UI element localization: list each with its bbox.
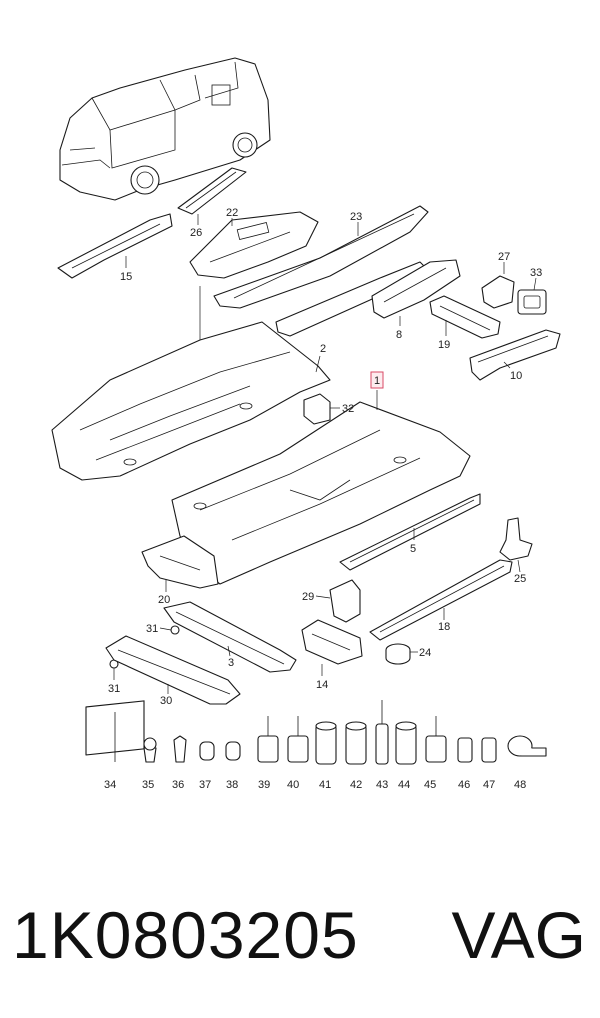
part-22 — [189, 211, 319, 279]
part-19 — [429, 295, 501, 339]
part-36 — [173, 735, 187, 763]
part-40 — [287, 716, 309, 763]
part-33 — [517, 277, 547, 315]
exploded-parts-diagram: 1 2 3 5 8 10 14 15 18 19 20 22 23 24 25 … — [51, 57, 561, 791]
part-23 — [213, 205, 431, 337]
callout-31a: 31 — [146, 623, 158, 635]
callout-39: 39 — [258, 779, 270, 791]
callout-42: 42 — [350, 779, 362, 791]
part-42 — [345, 721, 367, 765]
part-48 — [507, 735, 547, 757]
part-2 — [51, 286, 331, 481]
part-37 — [199, 741, 215, 761]
callout-10: 10 — [510, 370, 522, 382]
callout-15: 15 — [120, 271, 132, 283]
part-43 — [375, 700, 389, 765]
callout-14: 14 — [316, 679, 328, 691]
callout-35: 35 — [142, 779, 154, 791]
part-35 — [143, 737, 157, 763]
callout-34: 34 — [104, 779, 116, 791]
callout-48: 48 — [514, 779, 526, 791]
part-15 — [57, 213, 173, 279]
part-32 — [303, 393, 340, 425]
callout-20: 20 — [158, 594, 170, 606]
callout-1: 1 — [374, 375, 380, 387]
callout-22: 22 — [226, 207, 238, 219]
callout-5: 5 — [410, 543, 416, 555]
callout-37: 37 — [199, 779, 211, 791]
part-number: 1K0803205 — [12, 898, 359, 972]
part-44 — [395, 721, 417, 765]
part-41 — [315, 721, 337, 765]
brand-label: VAG — [451, 898, 586, 972]
part-30 — [105, 635, 241, 705]
part-39 — [257, 716, 279, 763]
callout-45: 45 — [424, 779, 436, 791]
part-34 — [85, 700, 145, 762]
callout-47: 47 — [483, 779, 495, 791]
callout-18: 18 — [438, 621, 450, 633]
callout-32: 32 — [342, 403, 354, 415]
part-26 — [177, 167, 247, 225]
part-45 — [425, 716, 447, 763]
callout-26: 26 — [190, 227, 202, 239]
callout-41: 41 — [319, 779, 331, 791]
callout-36: 36 — [172, 779, 184, 791]
part-14 — [301, 619, 363, 676]
callout-3: 3 — [228, 657, 234, 669]
callout-2: 2 — [320, 343, 326, 355]
callout-25: 25 — [514, 573, 526, 585]
part-38 — [225, 741, 241, 761]
van-illustration — [59, 57, 271, 201]
part-31-fasteners — [109, 625, 180, 680]
part-number-footer: 1K0803205 VAG — [0, 880, 600, 1000]
callout-46: 46 — [458, 779, 470, 791]
part-27 — [481, 262, 515, 309]
part-8 — [371, 259, 461, 326]
part-46 — [457, 737, 473, 763]
callout-38: 38 — [226, 779, 238, 791]
callout-40: 40 — [287, 779, 299, 791]
part-5 — [339, 493, 481, 571]
part-20 — [141, 535, 219, 592]
callout-24: 24 — [419, 647, 431, 659]
part-24 — [385, 643, 418, 665]
callout-19: 19 — [438, 339, 450, 351]
callout-44: 44 — [398, 779, 410, 791]
callout-31b: 31 — [108, 683, 120, 695]
part-47 — [481, 737, 497, 763]
part-10 — [469, 329, 561, 381]
highlight-box — [370, 371, 384, 389]
part-18 — [369, 559, 513, 641]
callout-8: 8 — [396, 329, 402, 341]
part-3 — [163, 601, 297, 673]
callout-23: 23 — [350, 211, 362, 223]
part-29 — [315, 579, 361, 623]
callout-27: 27 — [498, 251, 510, 263]
part-25 — [499, 517, 533, 573]
callout-33: 33 — [530, 267, 542, 279]
callout-labels: 1 2 3 5 8 10 14 15 18 19 20 22 23 24 25 … — [104, 207, 542, 791]
callout-43: 43 — [376, 779, 388, 791]
callout-29: 29 — [302, 591, 314, 603]
callout-30: 30 — [160, 695, 172, 707]
